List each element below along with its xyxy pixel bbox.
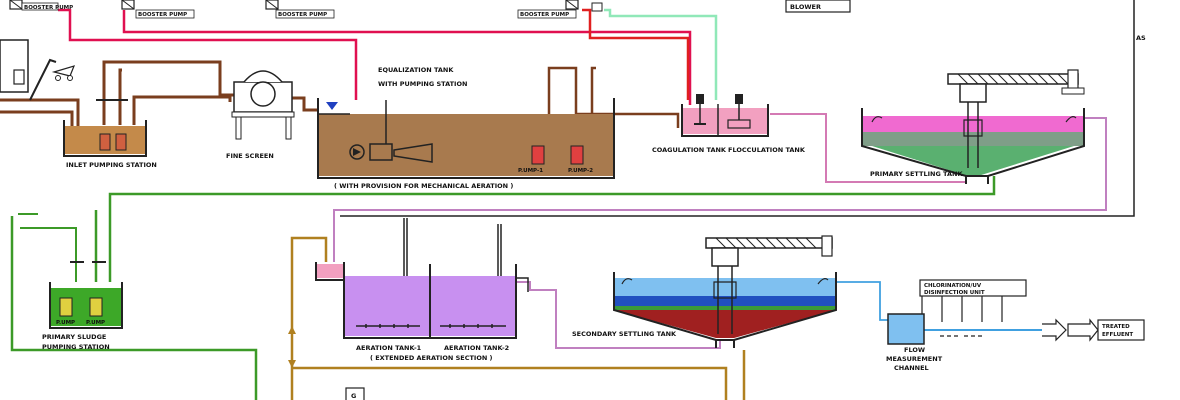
disinfection-sublabel: DISINFECTION UNIT <box>924 290 985 296</box>
bar-screen <box>0 39 76 101</box>
pump-1-label: P.UMP-1 <box>518 168 543 174</box>
booster-pump-label: BOOSTER PUMP <box>138 12 187 18</box>
booster-pump-2: BOOSTER PUMP <box>121 0 195 19</box>
primary-sludge-sublabel: PUMPING STATION <box>42 343 110 351</box>
treated-effluent-label: TREATED <box>1102 324 1130 330</box>
blower-label: BLOWER <box>790 3 821 11</box>
fine-screen-label: FINE SCREEN <box>226 152 274 160</box>
sludge-line <box>10 176 996 400</box>
blower-unit: BLOWER <box>785 0 851 13</box>
treated-effluent-sublabel: EFFLUENT <box>1102 332 1133 338</box>
coagulant-line <box>582 8 690 100</box>
primary-sludge-pumping-station: P.UMP P.UMP PRIMARY SLUDGE PUMPING STATI… <box>42 261 123 351</box>
pump-small-label: P.UMP <box>86 320 105 326</box>
raw-sewage-line-2 <box>102 60 234 125</box>
inlet-pumping-station-label: INLET PUMPING STATION <box>66 161 157 169</box>
equalization-note: ( WITH PROVISION FOR MECHANICAL AERATION… <box>334 182 513 190</box>
booster-pump-label: BOOSTER PUMP <box>520 12 569 18</box>
booster-pump-label: BOOSTER PUMP <box>24 5 73 11</box>
equalization-riser-1 <box>547 66 680 150</box>
disinfection-feed-lines <box>921 290 1003 322</box>
disinfection-label: CHLORINATION/UV <box>924 283 982 289</box>
sludge-line-2 <box>18 213 77 282</box>
flocculation-tank-label: FLOCCULATION TANK <box>728 146 806 154</box>
flow-measurement-channel: FLOW MEASUREMENT CHANNEL <box>886 313 943 372</box>
chemical-dosing-line <box>58 8 692 105</box>
air-drop-lines <box>403 218 502 325</box>
primary-overflow-line <box>333 117 1107 262</box>
arrow-down-icon <box>288 360 296 368</box>
pump-small-label: P.UMP <box>56 320 75 326</box>
reference-box-label: G <box>351 392 356 400</box>
primary-sludge-label: PRIMARY SLUDGE <box>42 333 106 341</box>
arrow-right-icon <box>1042 318 1067 342</box>
secondary-settling-tank-label: SECONDARY SETTLING TANK <box>572 330 677 338</box>
flow-channel-label: FLOW <box>904 346 925 354</box>
reference-box: G <box>345 387 365 400</box>
pipe-network <box>0 0 1135 400</box>
secondary-to-flow-line <box>830 281 888 321</box>
aeration-tank-1-label: AERATION TANK-1 <box>356 344 422 352</box>
fine-screen: FINE SCREEN <box>226 70 295 160</box>
aeration-tanks: AERATION TANK-1 AERATION TANK-2 ( EXTEND… <box>315 262 529 362</box>
booster-pump-1: BOOSTER PUMP <box>9 0 73 11</box>
aeration-to-secondary-line <box>516 281 721 349</box>
primary-settling-tank: PRIMARY SETTLING TANK <box>861 69 1085 184</box>
flow-channel-sublabel: CHANNEL <box>894 364 929 372</box>
booster-pump-label: BOOSTER PUMP <box>278 12 327 18</box>
equalization-tank-label: EQUALIZATION TANK <box>378 66 454 74</box>
raw-sewage-line-3 <box>132 95 318 125</box>
equalization-tank-sublabel: WITH PUMPING STATION <box>378 80 467 88</box>
raw-sewage-line-1 <box>0 98 80 126</box>
primary-settling-tank-label: PRIMARY SETTLING TANK <box>870 170 963 178</box>
secondary-settling-tank: SECONDARY SETTLING TANK <box>572 235 837 348</box>
coagulation-tank-label: COAGULATION TANK <box>652 146 727 154</box>
booster-pump-4: BOOSTER PUMP <box>517 0 603 19</box>
air-line <box>604 8 718 100</box>
side-mark: AS <box>1136 34 1146 42</box>
aeration-tank-2-label: AERATION TANK-2 <box>444 344 509 352</box>
booster-pump-3: BOOSTER PUMP <box>265 0 335 19</box>
arrow-up-icon <box>288 326 296 334</box>
treated-effluent-outlet: TREATED EFFLUENT <box>1042 318 1145 342</box>
disinfection-unit: CHLORINATION/UV DISINFECTION UNIT <box>919 279 1027 337</box>
aeration-note: ( EXTENDED AERATION SECTION ) <box>370 354 493 362</box>
arrow-right-icon <box>1067 318 1099 342</box>
equalization-tank: P.UMP-1 P.UMP-2 EQUALIZATION TANK WITH P… <box>317 66 615 190</box>
flow-channel-sublabel: MEASUREMENT <box>886 355 943 363</box>
coagulation-flocculation: COAGULATION TANK FLOCCULATION TANK <box>652 94 806 154</box>
pump-2-label: P.UMP-2 <box>568 168 593 174</box>
return-sludge-line <box>290 236 746 400</box>
inlet-pumping-station: INLET PUMPING STATION <box>63 99 157 169</box>
blower-main-line <box>340 0 1135 217</box>
